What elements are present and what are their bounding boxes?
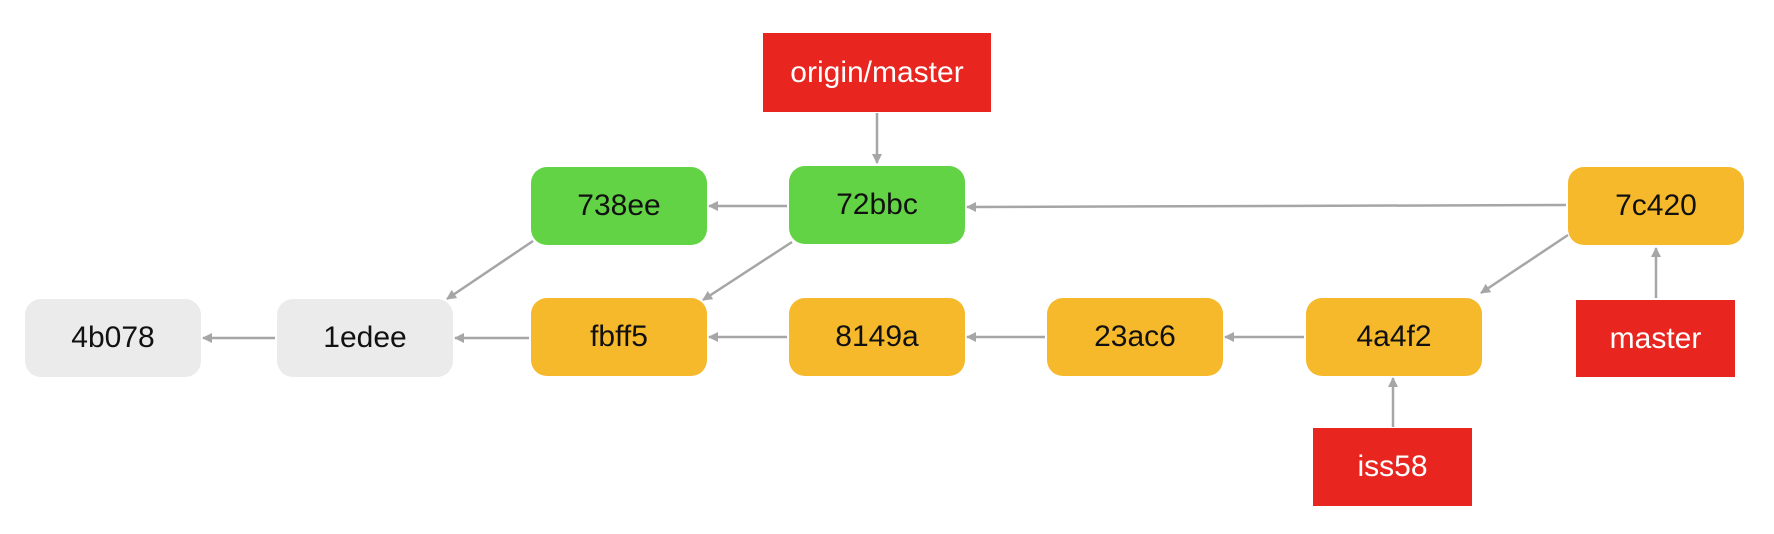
arrow-7c420-to-4a4f2 <box>1480 233 1569 295</box>
commit-fbff5: fbff5 <box>531 298 707 376</box>
commit-1edee: 1edee <box>277 299 453 377</box>
ref-origin-master: origin/master <box>763 33 991 112</box>
commit-72bbc: 72bbc <box>789 166 965 244</box>
commit-4a4f2: 4a4f2 <box>1306 298 1482 376</box>
commit-738ee: 738ee <box>531 167 707 245</box>
arrow-7c420-to-72bbc <box>966 201 1567 212</box>
ref-master: master <box>1576 300 1735 377</box>
ref-iss58: iss58 <box>1313 428 1472 506</box>
commit-4b078: 4b078 <box>25 299 201 377</box>
arrow-72bbc-to-fbff5 <box>702 240 793 302</box>
commit-7c420: 7c420 <box>1568 167 1744 245</box>
arrow-738ee-to-1edee <box>446 239 534 301</box>
commit-23ac6: 23ac6 <box>1047 298 1223 376</box>
commit-8149a: 8149a <box>789 298 965 376</box>
